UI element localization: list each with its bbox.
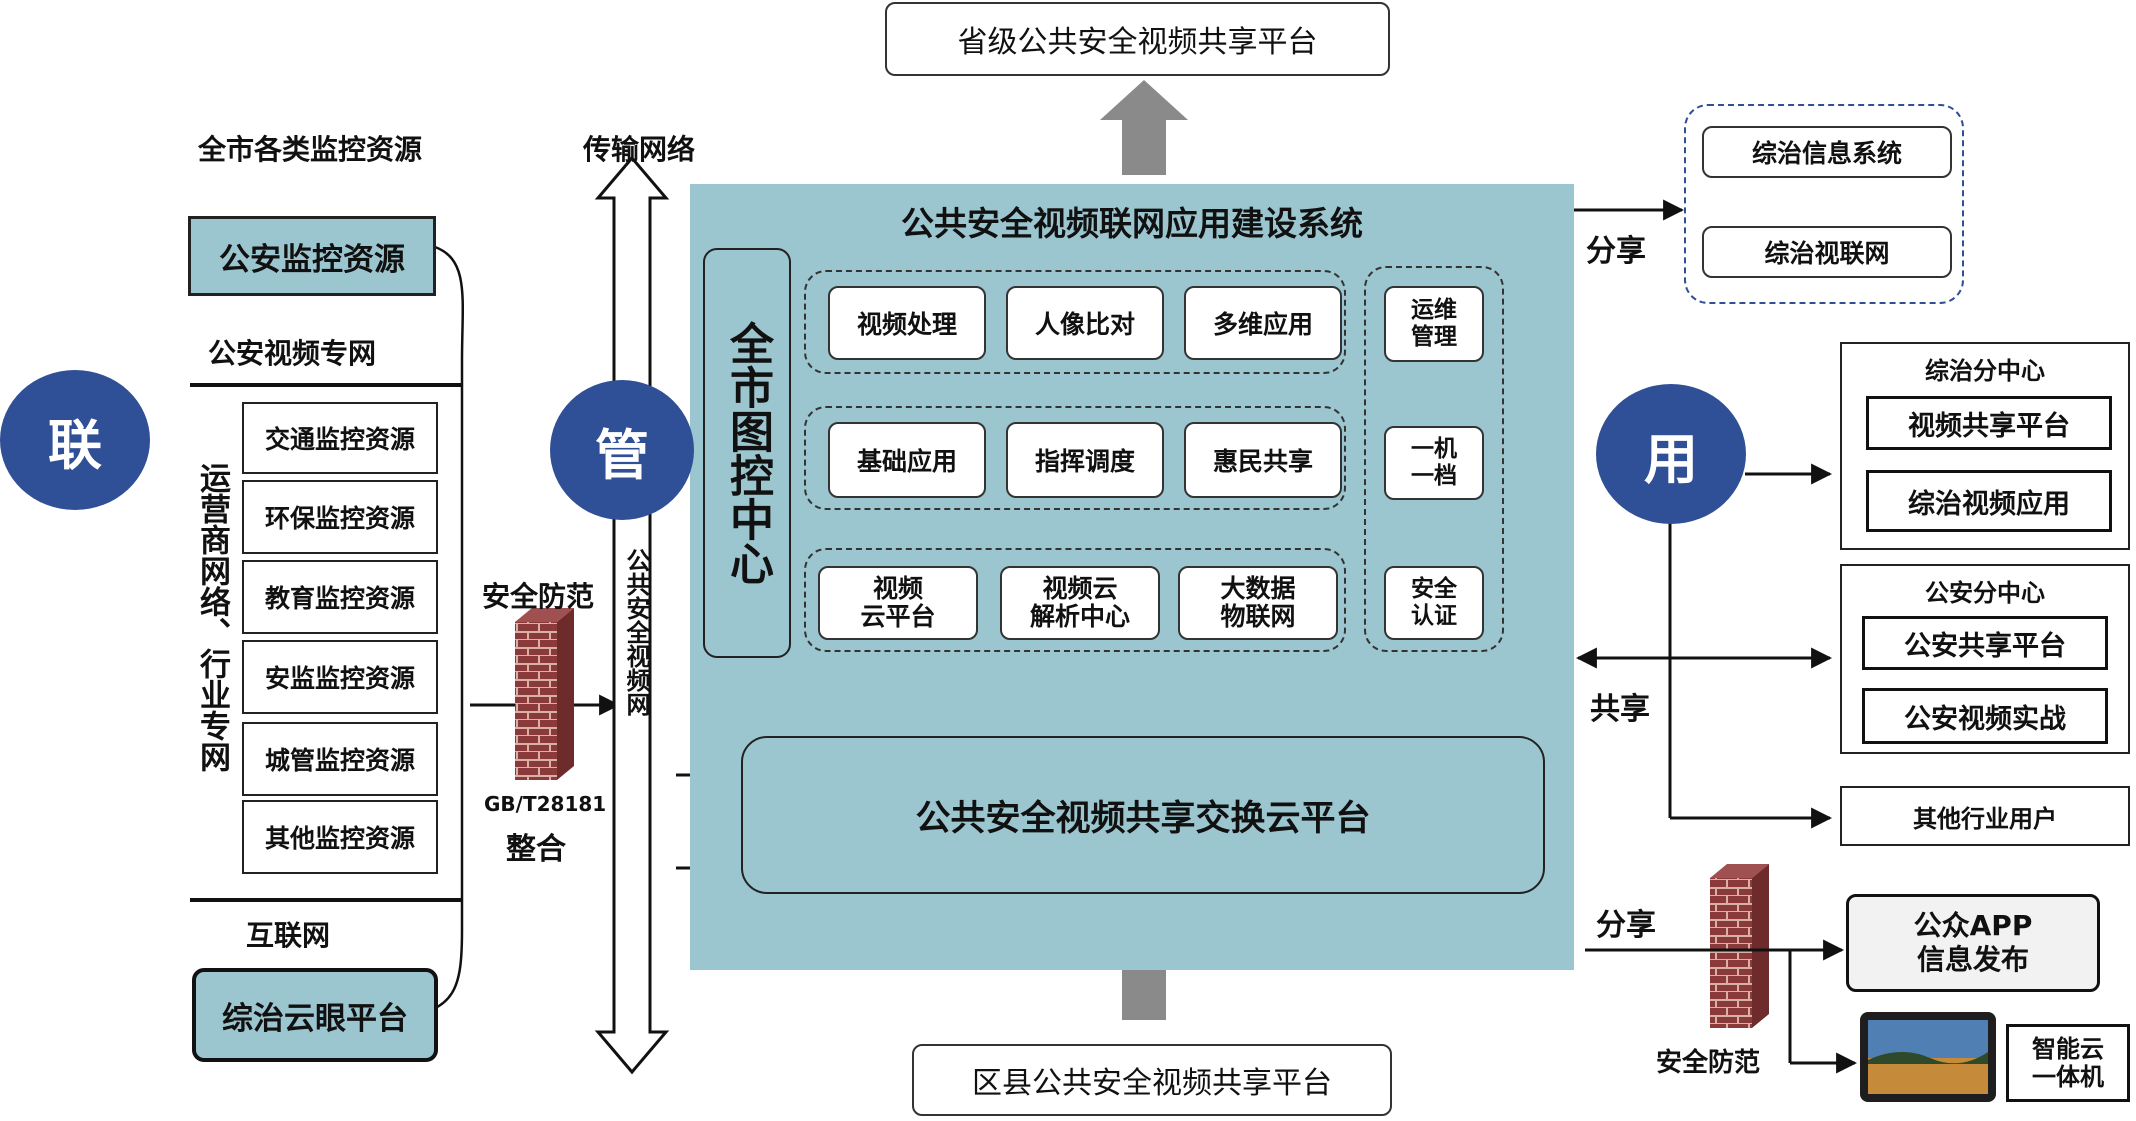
lian-circle: 联 — [0, 370, 150, 510]
module-group-3 — [804, 548, 1346, 652]
module-basic-app: 基础应用 — [828, 422, 986, 498]
public-app-box: 公众APP 信息发布 — [1846, 894, 2100, 992]
zongzhi-center-title: 综治分中心 — [1925, 356, 2045, 385]
info-system-item: 综治视联网 — [1702, 226, 1952, 278]
guan-circle: 管 — [550, 380, 694, 520]
module-public-share: 惠民共享 — [1184, 422, 1342, 498]
police-center-item: 公安视频实战 — [1862, 688, 2108, 744]
operator-network-label: 运营商网络、行业专网 — [194, 462, 230, 772]
resource-item: 城管监控资源 — [242, 722, 438, 796]
module-face-compare: 人像比对 — [1006, 286, 1164, 360]
share-label-bottom: 分享 — [1596, 908, 1656, 943]
module-video-cloud: 视频 云平台 — [818, 566, 978, 640]
module-group-side — [1364, 266, 1504, 652]
module-one-device-one-file: 一机 一档 — [1384, 426, 1484, 500]
resource-item: 教育监控资源 — [242, 560, 438, 634]
county-platform: 区县公共安全视频共享平台 — [912, 1044, 1392, 1116]
video-network-label: 公共安全视频网 — [622, 548, 650, 716]
zongzhi-center-item: 综治视频应用 — [1866, 470, 2112, 532]
city-control-center: 全市图控中心 — [703, 248, 791, 658]
resource-item: 安监监控资源 — [242, 640, 438, 714]
yong-circle: 用 — [1596, 384, 1746, 524]
security-label-left: 安全防范 — [482, 580, 595, 613]
share-label-mid: 共享 — [1590, 692, 1650, 727]
system-title: 公共安全视频联网应用建设系统 — [901, 204, 1363, 243]
transport-label: 传输网络 — [583, 133, 696, 166]
left-bracket — [399, 245, 465, 1020]
police-center-title: 公安分中心 — [1925, 578, 2045, 607]
module-command-dispatch: 指挥调度 — [1006, 422, 1164, 498]
share-label-top: 分享 — [1586, 234, 1646, 269]
info-system-item: 综治信息系统 — [1702, 126, 1952, 178]
module-security-auth: 安全 认证 — [1384, 566, 1484, 640]
police-center-panel — [1840, 564, 2130, 754]
internet-label: 互联网 — [246, 919, 331, 952]
security-label-right: 安全防范 — [1656, 1048, 1761, 1078]
firewall-right — [1710, 878, 1752, 1028]
smart-device-label: 智能云 一体机 — [2006, 1024, 2130, 1102]
module-video-processing: 视频处理 — [828, 286, 986, 360]
up-arrow-top — [1100, 80, 1188, 175]
smart-device-image — [1860, 1012, 1996, 1102]
module-group-2 — [804, 406, 1346, 510]
module-cloud-analysis: 视频云 解析中心 — [1000, 566, 1160, 640]
cloud-eye-platform: 综治云眼平台 — [192, 968, 438, 1062]
info-system-group — [1684, 104, 1964, 304]
exchange-cloud-platform: 公共安全视频共享交换云平台 — [741, 736, 1545, 894]
police-network-label: 公安视频专网 — [208, 337, 377, 370]
module-bigdata-iot: 大数据 物联网 — [1178, 566, 1338, 640]
other-users-box: 其他行业用户 — [1840, 786, 2130, 846]
firewall-left — [515, 622, 557, 780]
resource-item: 环保监控资源 — [242, 480, 438, 554]
module-group-1 — [804, 270, 1346, 374]
provincial-platform: 省级公共安全视频共享平台 — [885, 2, 1390, 76]
resource-item: 交通监控资源 — [242, 402, 438, 474]
resource-item: 其他监控资源 — [242, 800, 438, 874]
zongzhi-center-panel — [1840, 342, 2130, 550]
module-multi-app: 多维应用 — [1184, 286, 1342, 360]
zongzhi-center-item: 视频共享平台 — [1866, 396, 2112, 450]
module-ops-management: 运维 管理 — [1384, 286, 1484, 362]
police-resource-box: 公安监控资源 — [188, 216, 436, 296]
police-center-item: 公安共享平台 — [1862, 616, 2108, 670]
left-heading: 全市各类监控资源 — [198, 133, 423, 166]
integrate-label: 整合 — [506, 832, 566, 867]
standard-label: GB/T28181 — [484, 792, 607, 816]
